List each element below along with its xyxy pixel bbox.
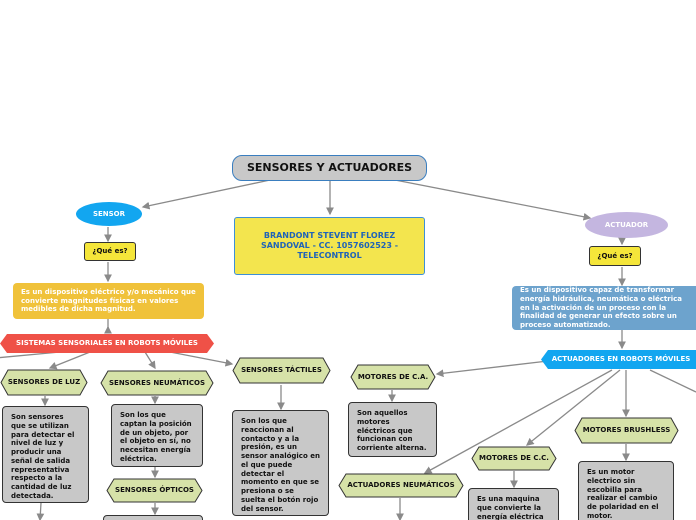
hex-shape — [106, 478, 203, 503]
link-systems-left — [0, 351, 61, 359]
hex-shape — [0, 369, 88, 396]
motores-brushless-desc-box[interactable]: Es un motor electrico sin escobilla para… — [578, 461, 674, 520]
sensor-question-label: ¿Qué es? — [92, 247, 128, 256]
motores-ca-label: MOTORES DE C.A. — [357, 372, 429, 381]
link-root-sensor — [141, 179, 271, 210]
link-robots-ca — [435, 360, 549, 378]
sensores-opticos-label: SENSORES ÓPTICOS — [115, 486, 194, 495]
author-box[interactable]: BRANDONT STEVENT FLOREZ SANDOVAL - CC. 1… — [234, 217, 425, 275]
hex-shape — [574, 417, 679, 444]
motores-ca-desc: Son aquellos motores eléctricos que func… — [357, 409, 427, 452]
sensores-neumaticos-desc-box[interactable]: Son los que captan la posición de un obj… — [111, 404, 203, 467]
motores-cc-desc-box[interactable]: Es una maquina que convierte la energía … — [468, 488, 559, 520]
banner-shape — [541, 350, 696, 369]
motores-cc-desc: Es una maquina que convierte la energía … — [477, 495, 544, 520]
actuador-question-tag[interactable]: ¿Qué es? — [589, 246, 641, 266]
hex-shape — [350, 364, 436, 390]
hex-shape — [232, 357, 331, 384]
link-systems-neumaticos — [144, 351, 156, 370]
sensores-tactiles-desc-box[interactable]: Son los que reaccionan al contacto y a l… — [232, 410, 329, 516]
link-luz-next — [36, 502, 45, 520]
sensores-tactiles-label: SENSORES TÁCTILES — [241, 366, 322, 375]
actuador-definition-box[interactable]: Es un dispositivo capaz de transformar e… — [512, 286, 696, 330]
sensores-tactiles-node[interactable]: SENSORES TÁCTILES — [232, 357, 331, 384]
link-systems-luz — [48, 351, 91, 370]
root-topic-label: SENSORES Y ACTUADORES — [246, 161, 413, 175]
link-robots-right — [649, 369, 696, 393]
motores-cc-label: MOTORES DE C.C. — [479, 454, 549, 463]
hex-shape — [338, 473, 464, 498]
sensores-luz-label: SENSORES DE LUZ — [7, 378, 81, 387]
actuador-robots-banner[interactable]: ACTUADORES EN ROBOTS MÓVILES — [541, 350, 696, 369]
sensores-neumaticos-node[interactable]: SENSORES NEUMÁTICOS — [100, 370, 214, 396]
sensor-definition-text: Es un dispositivo eléctrico y/o mecánico… — [21, 287, 196, 314]
link-systems-tactiles — [169, 351, 234, 367]
actuador-label: ACTUADOR — [604, 220, 649, 229]
sensores-luz-desc-box[interactable]: Son sensores que se utilizan para detect… — [2, 406, 89, 503]
sensores-neumaticos-label: SENSORES NEUMÁTICOS — [109, 378, 205, 387]
root-topic[interactable]: SENSORES Y ACTUADORES — [232, 155, 427, 181]
actuador-question-label: ¿Qué es? — [597, 251, 633, 260]
motores-brushless-node[interactable]: MOTORES BRUSHLESS — [574, 417, 679, 444]
motores-ca-desc-box[interactable]: Son aquellos motores eléctricos que func… — [348, 402, 437, 457]
link-robots-neumaticos — [423, 369, 613, 474]
sensor-systems-banner[interactable]: SISTEMAS SENSORIALES EN ROBOTS MÓVILES — [0, 334, 214, 353]
banner-shape — [0, 334, 214, 353]
author-text: BRANDONT STEVENT FLOREZ SANDOVAL - CC. 1… — [260, 231, 399, 260]
actuadores-neumaticos-node[interactable]: ACTUADORES NEUMÁTICOS — [338, 473, 464, 498]
actuador-definition-text: Es un dispositivo capaz de transformar e… — [520, 286, 682, 330]
sensor-systems-label: SISTEMAS SENSORIALES EN ROBOTS MÓVILES — [16, 339, 198, 348]
hex-shape — [471, 446, 557, 471]
sensores-luz-node[interactable]: SENSORES DE LUZ — [0, 369, 88, 396]
sensores-neumaticos-desc: Son los que captan la posición de un obj… — [120, 411, 192, 463]
link-robots-cc — [525, 369, 621, 446]
motores-cc-node[interactable]: MOTORES DE C.C. — [471, 446, 557, 471]
sensor-node[interactable]: SENSOR — [76, 202, 142, 226]
sensor-definition-box[interactable]: Es un dispositivo eléctrico y/o mecánico… — [13, 283, 204, 319]
sensores-opticos-node[interactable]: SENSORES ÓPTICOS — [106, 478, 203, 503]
link-root-actuador — [394, 179, 592, 221]
motores-brushless-label: MOTORES BRUSHLESS — [582, 426, 671, 435]
hex-shape — [100, 370, 214, 396]
sensor-label: SENSOR — [92, 209, 126, 218]
sensor-question-tag[interactable]: ¿Qué es? — [84, 242, 136, 261]
sensores-tactiles-desc: Son los que reaccionan al contacto y a l… — [241, 417, 320, 513]
actuador-node[interactable]: ACTUADOR — [585, 212, 668, 238]
sensores-opticos-desc-box[interactable] — [103, 515, 203, 520]
actuador-robots-label: ACTUADORES EN ROBOTS MÓVILES — [551, 355, 691, 364]
motores-brushless-desc: Es un motor electrico sin escobilla para… — [587, 468, 659, 520]
motores-ca-node[interactable]: MOTORES DE C.A. — [350, 364, 436, 390]
sensores-luz-desc: Son sensores que se utilizan para detect… — [11, 413, 75, 500]
actuadores-neumaticos-label: ACTUADORES NEUMÁTICOS — [347, 481, 455, 490]
